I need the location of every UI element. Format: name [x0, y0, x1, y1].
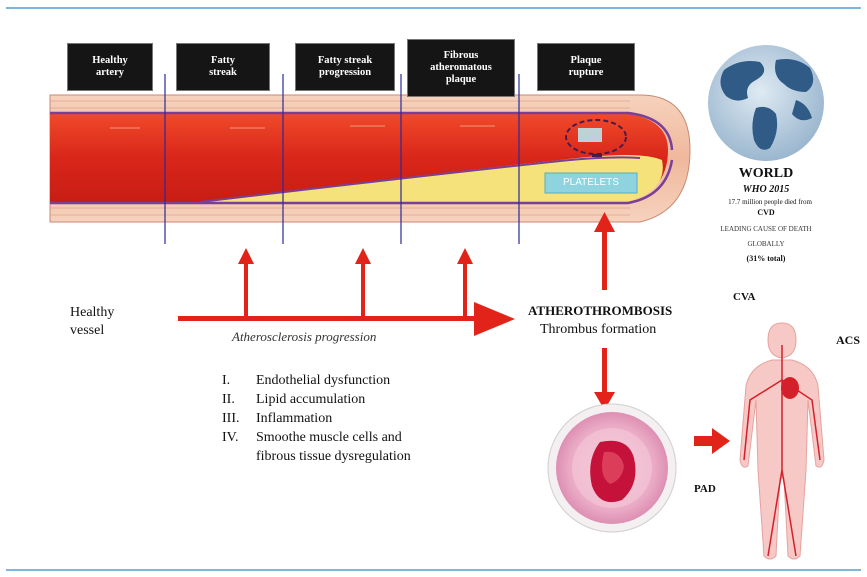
stage-fatty-streak: Fatty streak	[177, 44, 269, 90]
stage-healthy-artery: Healthy artery	[68, 44, 152, 90]
acs-label: ACS	[836, 333, 860, 348]
mechanism-item: fibrous tissue dysregulation	[222, 447, 411, 466]
mechanism-item: II.Lipid accumulation	[222, 390, 411, 409]
world-title: WORLD	[706, 166, 826, 182]
rupture-arrow	[594, 212, 615, 290]
stage-plaque-rupture: Plaque rupture	[538, 44, 634, 90]
mechanism-item: III.Inflammation	[222, 409, 411, 428]
healthy-vessel-label: Healthy vessel	[70, 304, 114, 340]
thrombus-arrow	[594, 348, 615, 410]
thrombus-cross-section	[548, 404, 676, 532]
stage-fibrous-plaque: Fibrous atheromatous plaque	[408, 40, 514, 96]
pad-label: PAD	[694, 483, 716, 495]
world-cvd: CVD	[706, 208, 826, 217]
atherothrombosis-label: ATHEROTHROMBOSIS	[528, 303, 672, 319]
human-body-icon	[740, 323, 824, 559]
mechanism-item: IV.Smoothe muscle cells and	[222, 428, 411, 447]
world-deaths: 17.7 million people died from	[700, 198, 840, 206]
stage-fatty-streak-progression: Fatty streak progression	[296, 44, 394, 90]
world-leading: LEADING CAUSE OF DEATH	[700, 225, 832, 233]
world-share: (31% total)	[706, 254, 826, 263]
world-globally: GLOBALLY	[706, 240, 826, 248]
body-arrow	[694, 428, 730, 454]
progression-label: Atherosclerosis progression	[232, 329, 376, 345]
mechanisms-list: I.Endothelial dysfunction II.Lipid accum…	[222, 371, 411, 466]
platelets-label: PLATELETS	[549, 177, 633, 188]
world-source: WHO 2015	[706, 184, 826, 195]
globe-icon	[708, 45, 824, 161]
thrombus-formation-label: Thrombus formation	[540, 322, 656, 338]
mechanism-item: I.Endothelial dysfunction	[222, 371, 411, 390]
cva-label: CVA	[733, 291, 755, 303]
up-arrows	[238, 248, 473, 318]
